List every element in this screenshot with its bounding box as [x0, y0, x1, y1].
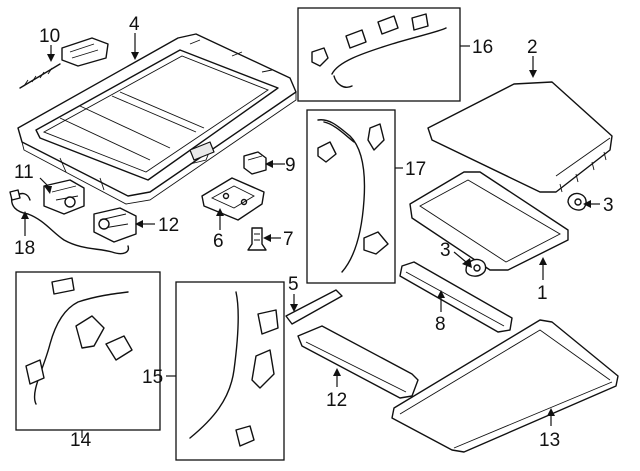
- callout-8: 8: [435, 314, 446, 335]
- part-1-glass-frame: [409, 171, 569, 271]
- part-16-box: [297, 7, 461, 102]
- callout-17: 17: [405, 159, 426, 180]
- callout-labels: 4 10 11 12 18 9 6 7 16 17 2 3 3 1 8 5 12…: [14, 14, 614, 451]
- callout-16: 16: [472, 37, 493, 58]
- part-15-box: [175, 281, 285, 461]
- callout-15: 15: [142, 367, 163, 388]
- callout-12-left: 11: [14, 162, 34, 183]
- callout-18: 18: [14, 238, 35, 259]
- part-2-glass-panel: [427, 81, 613, 193]
- part-10-shade-bar: [297, 325, 419, 399]
- part-9-strip: [285, 289, 343, 325]
- part-14-box: [15, 271, 161, 431]
- part-11-motor-bracket: [19, 37, 109, 89]
- part-3-grommet-upper: [567, 192, 587, 211]
- callout-6: 7: [283, 229, 294, 250]
- part-13-sunshade: [391, 319, 619, 453]
- part-5-bracket: [201, 177, 265, 221]
- callout-3-upper: 3: [603, 195, 614, 216]
- part-6-push-pin: [247, 227, 267, 251]
- leader-lines: [21, 33, 600, 438]
- part-8-deflector: [399, 261, 513, 333]
- callout-3-lower: 3: [440, 240, 451, 261]
- part-18-wire-harness: [9, 189, 130, 255]
- callout-9: 5: [288, 274, 299, 295]
- callout-7: 9: [285, 155, 296, 176]
- callout-11: 10: [39, 26, 60, 47]
- part-17-box: [306, 109, 396, 284]
- callout-5: 6: [213, 231, 224, 252]
- callout-1: 1: [537, 283, 548, 304]
- callout-10: 12: [326, 390, 347, 411]
- part-12-motor-left: [43, 179, 85, 215]
- part-4-sunroof-frame: [17, 33, 297, 205]
- callout-13: 13: [539, 430, 560, 451]
- part-7-clip: [243, 151, 267, 175]
- callout-2: 2: [527, 37, 538, 58]
- callout-12-right: 12: [158, 215, 179, 236]
- part-12-motor-right: [93, 207, 137, 243]
- callout-14: 14: [70, 430, 92, 451]
- callout-4: 4: [129, 14, 140, 35]
